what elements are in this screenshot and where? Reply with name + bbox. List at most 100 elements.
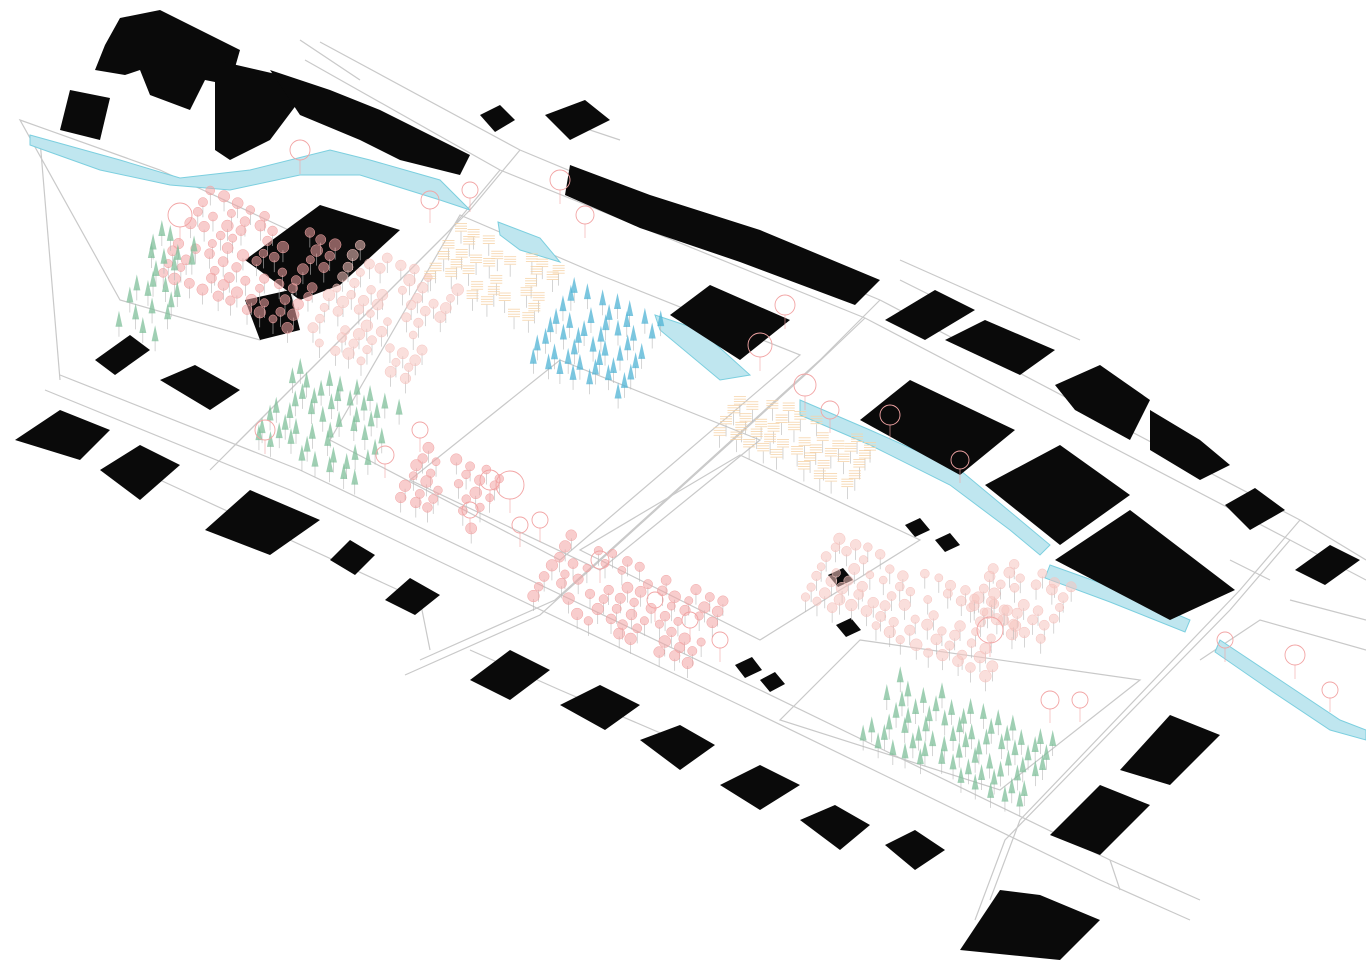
- tree-canopy: [198, 220, 210, 233]
- tree-canopy: [151, 325, 159, 342]
- tree-canopy: [360, 319, 373, 332]
- tree-canopy: [348, 338, 359, 349]
- tree-canopy: [874, 549, 886, 560]
- building: [885, 830, 945, 870]
- tree-canopy: [332, 306, 344, 317]
- tree-canopy: [929, 730, 937, 747]
- tree-canopy: [883, 626, 896, 639]
- tree-canopy: [982, 728, 990, 745]
- tree-canopy: [337, 271, 348, 282]
- tree-canopy: [956, 716, 964, 733]
- tree-canopy: [717, 595, 729, 607]
- tree-canopy: [883, 684, 891, 701]
- buildings: [15, 10, 1360, 960]
- tree-canopy: [287, 283, 298, 294]
- tree-canopy: [335, 410, 343, 427]
- tree-canopy: [1046, 583, 1058, 596]
- tree-canopy: [205, 185, 215, 196]
- tree-canopy: [310, 387, 318, 404]
- tree-canopy: [597, 325, 605, 342]
- tree-canopy: [955, 595, 967, 607]
- tree-canopy: [381, 252, 393, 264]
- tree-canopy: [1017, 728, 1025, 745]
- tree-canopy: [397, 285, 407, 295]
- tree-canopy: [215, 230, 226, 241]
- tree-canopy: [614, 592, 626, 604]
- tree-canopy: [552, 307, 560, 324]
- tree-canopy: [934, 573, 944, 583]
- tree-canopy: [910, 614, 920, 624]
- tree-canopy: [986, 660, 999, 673]
- tree-canopy: [303, 292, 313, 302]
- tree-canopy: [327, 393, 335, 410]
- building: [160, 365, 240, 410]
- tree-canopy: [684, 596, 694, 606]
- tree-canopy: [395, 259, 407, 271]
- building: [1150, 410, 1230, 480]
- tree-canopy: [469, 486, 482, 500]
- tree-canopy: [450, 453, 463, 466]
- building: [60, 90, 110, 140]
- tree-canopy: [228, 233, 238, 243]
- tree-canopy: [349, 277, 360, 289]
- tree-canopy: [897, 570, 909, 582]
- tree-canopy: [529, 347, 537, 364]
- tree-canopy: [453, 479, 464, 489]
- building: [1225, 488, 1285, 530]
- tree-canopy: [461, 494, 471, 504]
- tree-canopy: [1030, 579, 1042, 591]
- tree-canopy: [560, 569, 570, 579]
- tree-canopy: [158, 219, 166, 236]
- tree-canopy: [616, 344, 624, 361]
- tree-canopy: [937, 626, 947, 636]
- tree-canopy: [969, 593, 980, 604]
- tree-canopy: [307, 322, 319, 334]
- building: [470, 650, 550, 700]
- tree-canopy: [923, 647, 934, 658]
- tree-canopy: [679, 604, 691, 616]
- tree-canopy: [1042, 743, 1050, 760]
- tree-canopy: [928, 610, 939, 621]
- tree-canopy: [1031, 760, 1039, 777]
- tree-canopy: [542, 327, 550, 344]
- tree-canopy: [298, 444, 306, 461]
- tree-canopy: [570, 338, 578, 355]
- tree-canopy: [310, 244, 323, 257]
- tree-canopy: [413, 317, 424, 328]
- tree-canopy: [420, 305, 431, 317]
- tree-canopy: [964, 758, 972, 775]
- tree-canopy: [275, 422, 283, 439]
- tree-canopy: [983, 570, 996, 583]
- tree-canopy: [391, 357, 401, 367]
- tree-canopy: [193, 206, 203, 217]
- tree-canopy: [353, 406, 361, 423]
- tree-canopy: [401, 312, 412, 323]
- tree-canopy: [245, 205, 256, 215]
- tree-canopy: [921, 618, 934, 631]
- tree-canopy: [609, 356, 617, 373]
- tree-canopy: [642, 579, 653, 590]
- tree-outline: [774, 294, 796, 316]
- tree-outline: [411, 421, 429, 439]
- tree-canopy: [212, 290, 224, 302]
- building: [800, 805, 870, 850]
- tree-canopy: [915, 724, 923, 741]
- tree-canopy: [315, 234, 327, 246]
- tree-canopy: [621, 581, 634, 594]
- tree-canopy: [451, 283, 464, 296]
- tree-canopy: [848, 563, 861, 575]
- tree-canopy: [1038, 619, 1050, 631]
- tree-canopy: [353, 378, 361, 395]
- tree-canopy: [657, 585, 668, 597]
- tree-canopy: [576, 353, 584, 370]
- tree-canopy: [833, 532, 846, 545]
- tree-canopy: [986, 633, 996, 643]
- tree-canopy: [361, 423, 369, 440]
- building: [100, 445, 180, 500]
- tree-canopy: [625, 608, 638, 621]
- building: [1055, 365, 1150, 440]
- tree-canopy: [885, 564, 895, 574]
- tree-canopy: [629, 324, 637, 341]
- tree-canopy: [231, 262, 242, 273]
